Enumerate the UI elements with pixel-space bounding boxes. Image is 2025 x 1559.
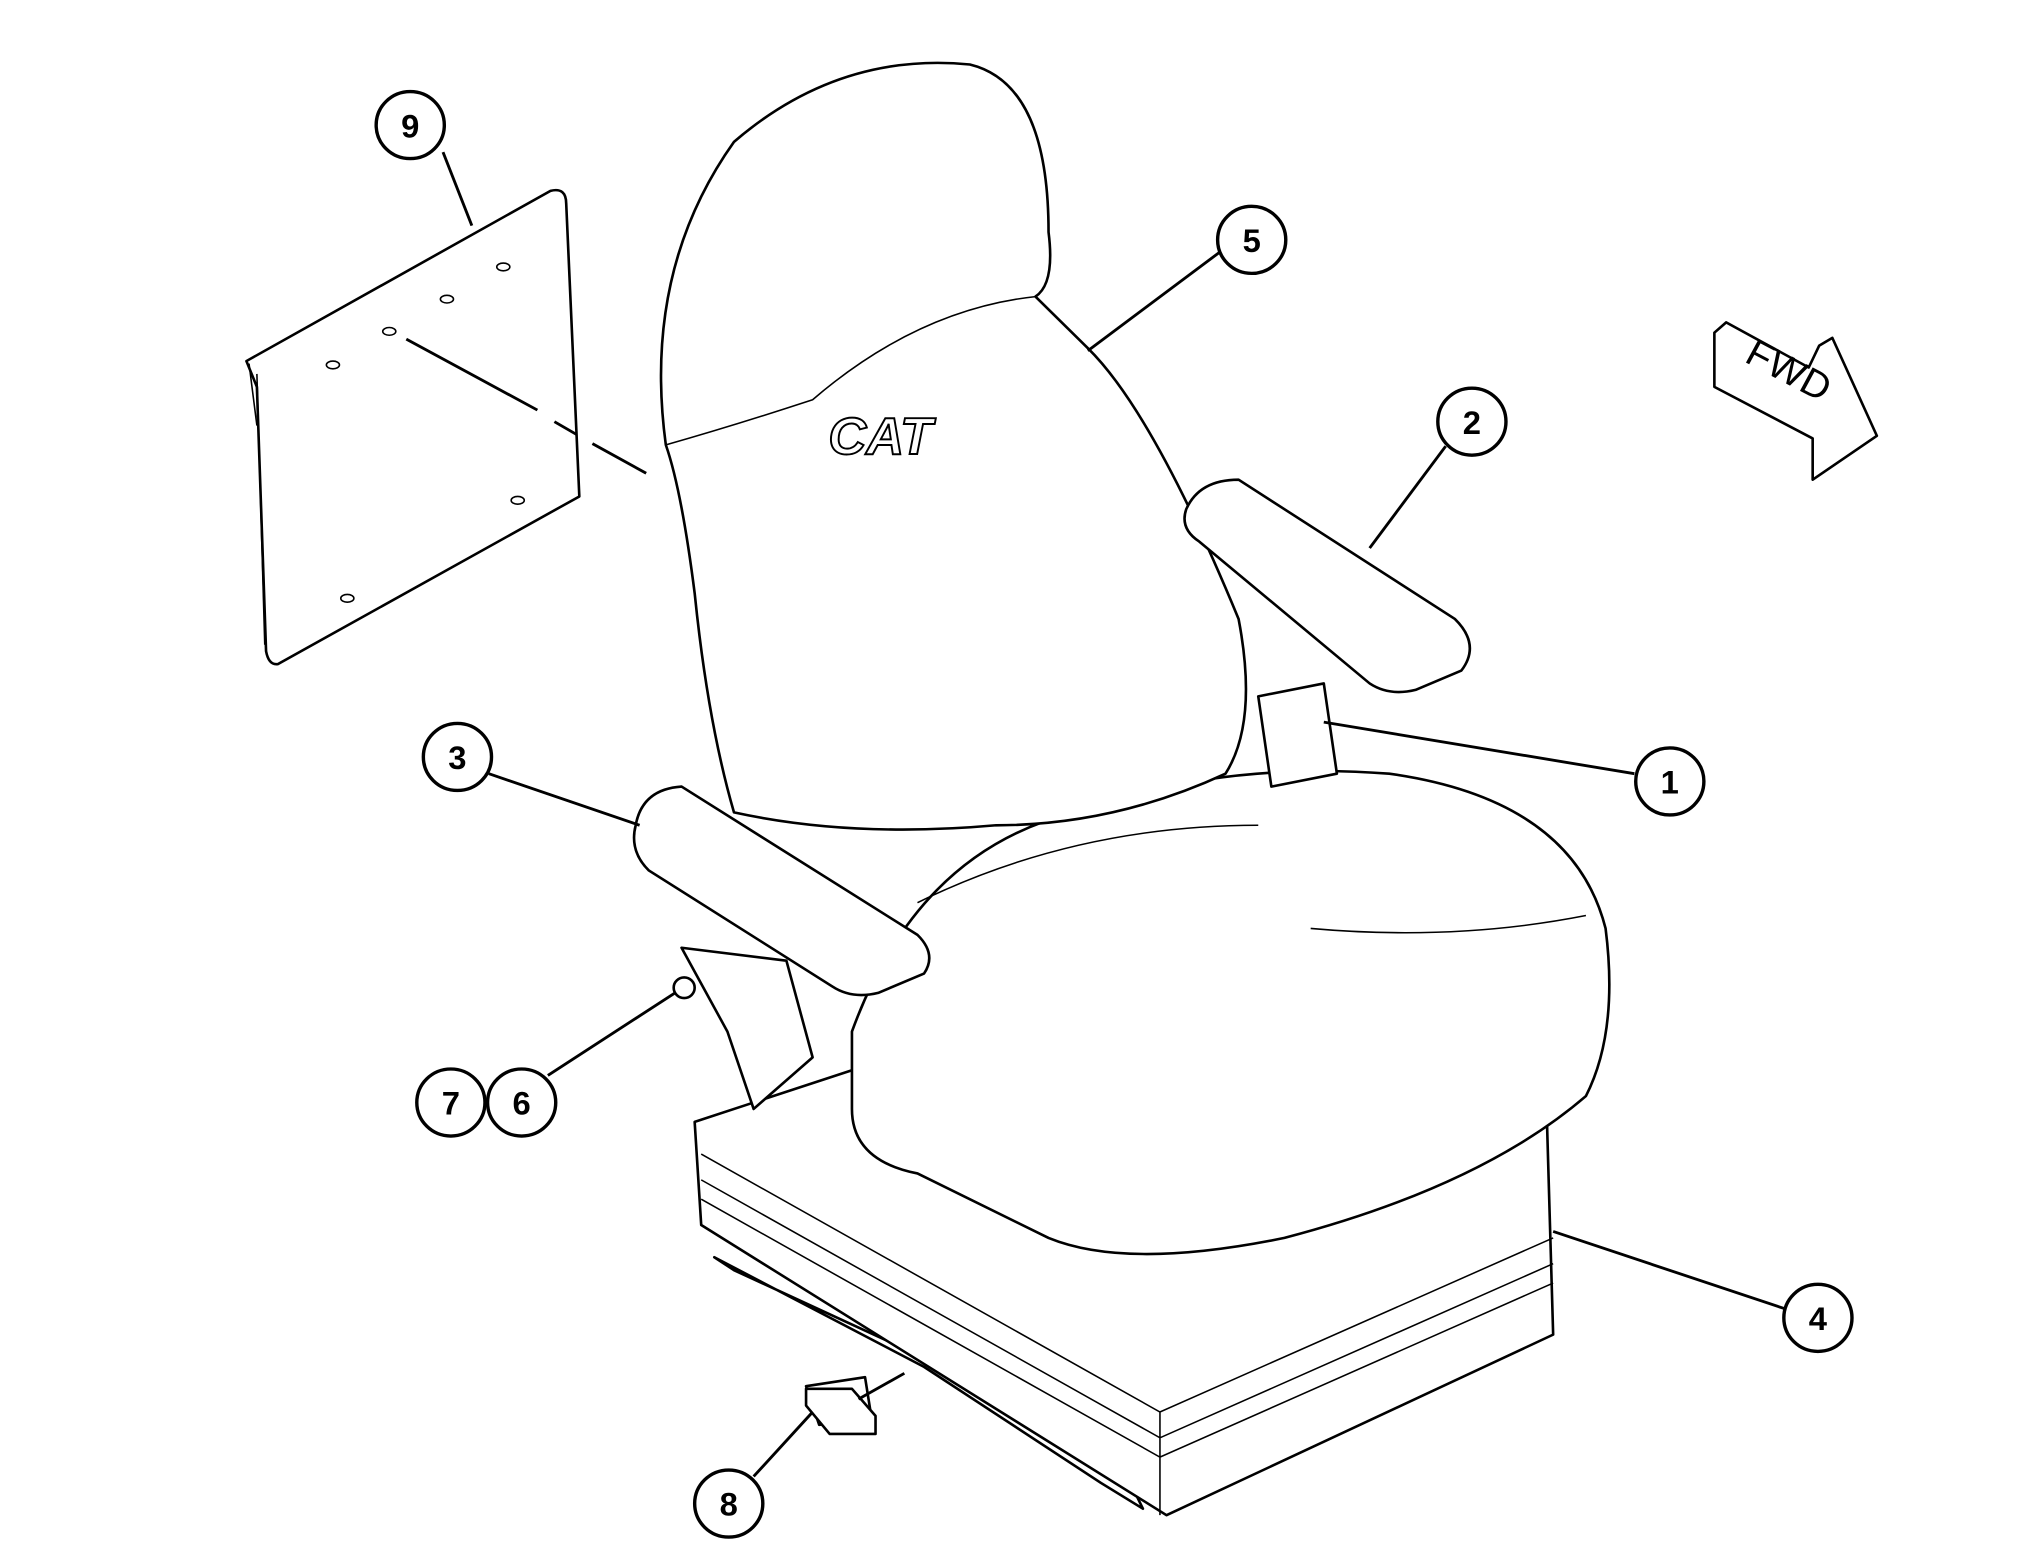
callout-circle <box>692 1468 765 1539</box>
callout-label: 4 <box>1809 1301 1827 1337</box>
left-armrest <box>632 785 931 1111</box>
callout-4: 4 <box>1782 1282 1854 1354</box>
callout-label: 2 <box>1463 405 1481 441</box>
seat-back: CAT <box>659 61 1248 831</box>
callout-label: 8 <box>720 1487 738 1523</box>
callouts: 1 2 3 4 5 6 7 8 9 <box>374 89 1854 1539</box>
callout-label: 1 <box>1661 765 1679 801</box>
callout-label: 6 <box>513 1086 531 1122</box>
callout-circle <box>415 1067 487 1138</box>
callout-circle <box>1634 746 1706 817</box>
callout-5: 5 <box>1215 204 1288 276</box>
callout-label: 9 <box>401 109 419 145</box>
callout-9: 9 <box>374 89 447 161</box>
forward-direction-arrow: FWD <box>1713 321 1879 481</box>
callout-circle <box>1436 386 1508 457</box>
callout-6: 6 <box>485 1067 558 1138</box>
callout-circle <box>421 721 494 793</box>
callout-circle <box>485 1067 558 1138</box>
callout-8: 8 <box>692 1468 765 1539</box>
right-armrest <box>1183 478 1472 788</box>
callout-circle <box>1782 1282 1854 1354</box>
callout-1: 1 <box>1634 746 1706 817</box>
callout-label: 3 <box>448 740 466 776</box>
leader-lines <box>441 151 1786 1478</box>
callout-3: 3 <box>421 721 494 793</box>
callout-7: 7 <box>415 1067 487 1138</box>
back-plate <box>245 188 647 666</box>
callout-circle <box>374 89 447 161</box>
callout-label: 5 <box>1243 223 1261 259</box>
callout-circle <box>1215 204 1288 276</box>
callout-label: 7 <box>442 1086 460 1122</box>
cat-logo: CAT <box>828 408 936 466</box>
slide-stop <box>804 1372 906 1436</box>
callout-2: 2 <box>1436 386 1508 457</box>
